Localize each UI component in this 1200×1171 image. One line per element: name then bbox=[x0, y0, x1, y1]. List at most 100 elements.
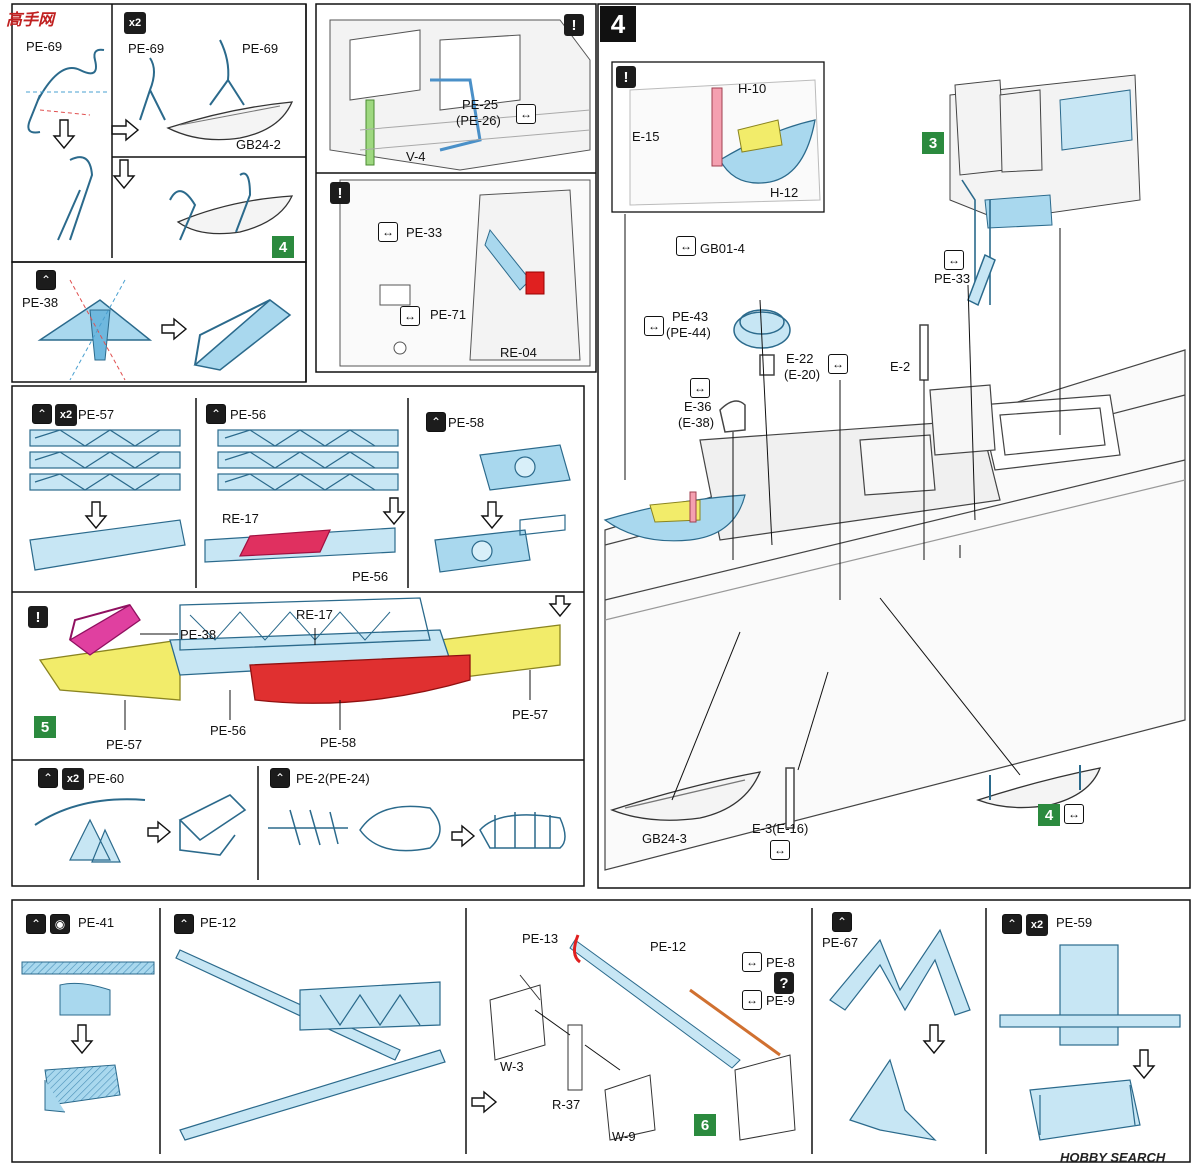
watermark-top-left: 高手网 bbox=[6, 12, 55, 29]
bridge-detail-mid bbox=[339, 179, 591, 367]
flip-icon: ⌃ bbox=[32, 404, 52, 424]
assembly5-gantry bbox=[38, 597, 561, 704]
part-label: (PE-26) bbox=[456, 113, 501, 128]
flip-icon: ⌃ bbox=[38, 768, 58, 788]
pe58-deck bbox=[434, 444, 571, 573]
part-label: PE-33 bbox=[406, 225, 443, 240]
watermark-bottom-right: HOBBY SEARCH bbox=[1060, 1150, 1166, 1165]
part-label: PE-56 bbox=[230, 407, 267, 422]
pe69-hooks bbox=[27, 39, 245, 241]
part-label: H-10 bbox=[738, 81, 767, 96]
part-label: (E-20) bbox=[784, 367, 821, 382]
glue-icon: ↔ bbox=[770, 840, 790, 860]
x2-badge: x2 bbox=[62, 768, 84, 790]
part-label: PE-69 bbox=[26, 39, 63, 54]
part-label: E-22 bbox=[786, 351, 814, 366]
part-label: PE-13 bbox=[522, 931, 559, 946]
pe60-frame bbox=[34, 794, 247, 863]
arrows-top-left bbox=[52, 118, 140, 190]
flip-icon: ⌃ bbox=[270, 768, 290, 788]
part-label: PE-38 bbox=[180, 627, 217, 642]
part-label: E-2 bbox=[890, 359, 911, 374]
x2-badge: x2 bbox=[1026, 914, 1048, 936]
step6-marker: 6 bbox=[694, 1114, 716, 1136]
flip-icon: ⌃ bbox=[426, 412, 446, 432]
part-label: V-4 bbox=[406, 149, 426, 164]
pe56-trusses bbox=[204, 429, 399, 563]
part-label: PE-57 bbox=[78, 407, 115, 422]
glue-icon: ↔ bbox=[676, 236, 696, 256]
part-label: PE-58 bbox=[448, 415, 485, 430]
x2-badge: x2 bbox=[124, 12, 146, 34]
pe2-frame bbox=[268, 805, 566, 852]
part-label: PE-56 bbox=[210, 723, 247, 738]
step4-marker: 4 bbox=[1038, 804, 1060, 826]
part-label: RE-17 bbox=[222, 511, 259, 526]
glue-icon: ↔ bbox=[378, 222, 398, 242]
ship-lifeboat-blue bbox=[603, 491, 746, 542]
glue-icon: ↔ bbox=[828, 354, 848, 374]
part-label: RE-17 bbox=[296, 607, 333, 622]
camera-icon: ◉ bbox=[50, 914, 70, 934]
pe67-frame bbox=[829, 928, 971, 1141]
glue-icon: ↔ bbox=[644, 316, 664, 336]
warning-icon: ! bbox=[28, 606, 48, 628]
part-label: PE-33 bbox=[934, 271, 971, 286]
part-label: (E-38) bbox=[678, 415, 715, 430]
bridge-detail-top bbox=[329, 19, 591, 171]
pe41-parts bbox=[21, 961, 155, 1113]
superstructure-3 bbox=[949, 74, 1141, 305]
part-label: PE-71 bbox=[430, 307, 467, 322]
pe69-fold-lines bbox=[26, 91, 110, 116]
pe38-frame bbox=[37, 279, 292, 381]
part-label: E-36 bbox=[684, 399, 712, 414]
part-label: PE-38 bbox=[22, 295, 59, 310]
step4-parts bbox=[719, 253, 996, 829]
question-icon: ? bbox=[774, 972, 794, 994]
part-label: GB24-2 bbox=[236, 137, 281, 152]
flip-icon: ⌃ bbox=[26, 914, 46, 934]
glue-icon: ↔ bbox=[742, 952, 762, 972]
detail-boat-h12 bbox=[611, 61, 825, 213]
glue-icon: ↔ bbox=[944, 250, 964, 270]
part-label: PE-41 bbox=[78, 915, 115, 930]
part-label: GB24-3 bbox=[642, 831, 687, 846]
part-label: PE-69 bbox=[128, 41, 165, 56]
crane-assembly bbox=[489, 934, 796, 1141]
step4-leaders bbox=[624, 214, 1061, 801]
glue-icon: ↔ bbox=[1064, 804, 1084, 824]
part-label: W-9 bbox=[612, 1129, 636, 1144]
glue-icon: ↔ bbox=[400, 306, 420, 326]
warning-icon: ! bbox=[616, 66, 636, 88]
ship-hull bbox=[604, 349, 1186, 871]
part-label: PE-25 bbox=[462, 97, 499, 112]
part-label: PE-59 bbox=[1056, 915, 1093, 930]
flip-icon: ⌃ bbox=[36, 270, 56, 290]
part-label: H-12 bbox=[770, 185, 799, 200]
part-label: PE-12 bbox=[650, 939, 687, 954]
pe12-crane-boom bbox=[175, 949, 498, 1141]
lifeboat-gb24-2 bbox=[166, 101, 294, 241]
part-label: E-3(E-16) bbox=[752, 821, 809, 836]
flip-icon: ⌃ bbox=[832, 912, 852, 932]
part-label: PE-43 bbox=[672, 309, 709, 324]
part-label: PE-2(PE-24) bbox=[296, 771, 370, 786]
panel-borders bbox=[11, 3, 1191, 1163]
glue-icon: ↔ bbox=[742, 990, 762, 1010]
glue-icon: ↔ bbox=[516, 104, 536, 124]
part-label: E-15 bbox=[632, 129, 660, 144]
part-label: PE-69 bbox=[242, 41, 279, 56]
part-label: PE-60 bbox=[88, 771, 125, 786]
arrows-mid bbox=[84, 497, 572, 618]
part-label: R-37 bbox=[552, 1097, 581, 1112]
warning-icon: ! bbox=[330, 182, 350, 204]
step4-marker: 4 bbox=[272, 236, 294, 258]
step4-number: 4 bbox=[600, 6, 636, 42]
part-label: PE-57 bbox=[512, 707, 549, 722]
flip-icon: ⌃ bbox=[1002, 914, 1022, 934]
part-label: PE-12 bbox=[200, 915, 237, 930]
part-label: PE-67 bbox=[822, 935, 859, 950]
part-label: PE-57 bbox=[106, 737, 143, 752]
lifeboats-gb24 bbox=[610, 765, 1102, 821]
flip-icon: ⌃ bbox=[206, 404, 226, 424]
